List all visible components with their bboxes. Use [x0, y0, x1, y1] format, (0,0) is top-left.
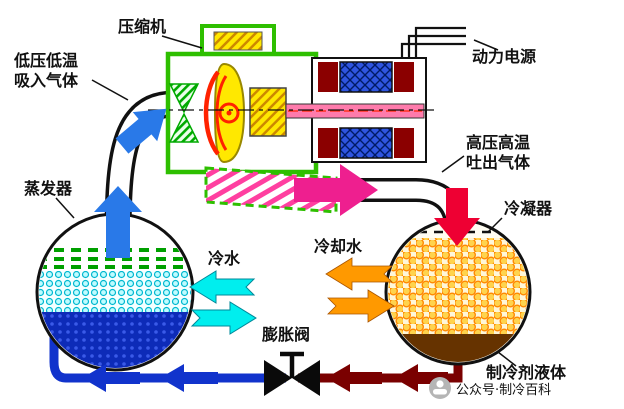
discharge-arrow — [294, 164, 378, 216]
condenser-inlet-arrow — [434, 188, 480, 246]
watermark-icon-body — [433, 389, 447, 395]
motor-end-top-right — [394, 62, 414, 92]
suction-arrow-vertical — [94, 186, 142, 258]
evaporator-label: 蒸发器 — [24, 179, 73, 198]
motor-end-bottom-left — [318, 128, 338, 158]
chilled-water-arrow-in — [189, 270, 256, 304]
pointer-refrigerant — [497, 351, 517, 367]
chilled-water-arrow-out — [190, 301, 257, 335]
motor-winding-bottom — [339, 127, 393, 159]
power-supply-label: 动力电源 — [472, 47, 536, 66]
watermark: 公众号·制冷百科 — [429, 377, 551, 399]
impeller-blade-outer — [203, 70, 220, 156]
chilled-water-label: 冷水 — [208, 249, 241, 268]
pointer-condenser — [487, 217, 503, 233]
condenser-tube-bundle — [388, 238, 528, 334]
cooling-water-arrow-out — [325, 257, 393, 291]
pointer-intake — [91, 79, 129, 101]
compressor-label: 压缩机 — [118, 17, 166, 36]
bearing-block — [249, 87, 287, 137]
pointer-compressor — [161, 35, 203, 49]
impeller-blade-inner — [215, 75, 228, 151]
watermark-icon-head — [436, 380, 444, 388]
liquid-arrow-blue-1 — [82, 364, 140, 392]
liquid-arrow-blue-2 — [160, 364, 218, 392]
inlet-section-upper — [168, 83, 200, 114]
motor — [311, 57, 427, 163]
evaporator-liquid-zone — [39, 312, 191, 368]
watermark-text: 公众号·制冷百科 — [456, 383, 551, 398]
discharge-label-line1: 高压高温 — [466, 133, 530, 152]
expansion-valve-label: 膨胀阀 — [262, 325, 310, 344]
pointer-evaporator — [55, 197, 75, 219]
power-wires — [400, 26, 466, 58]
condenser-sphere — [384, 218, 532, 366]
watermark-icon — [429, 377, 451, 399]
pointer-discharge — [441, 155, 465, 173]
motor-end-bottom-right — [394, 128, 414, 158]
liquid-pipe-blue — [49, 334, 286, 383]
motor-winding-top — [339, 61, 393, 93]
inlet-section-lower — [168, 112, 200, 143]
pointer-lines — [55, 35, 517, 367]
condenser-liquid-zone — [388, 334, 528, 362]
motor-end-top-left — [318, 62, 338, 92]
liquid-arrow-maroon-1 — [326, 364, 382, 392]
shaft — [285, 103, 425, 119]
pointer-power — [473, 39, 499, 51]
intake-label-line2: 吸入气体 — [14, 71, 79, 90]
cooling-water-arrow-in — [327, 289, 395, 323]
compressor-top-bearing — [213, 31, 263, 51]
expansion-valve — [264, 351, 320, 396]
suction-arrow-diagonal — [115, 108, 167, 154]
refrigerant-liquid-label: 制冷剂液体 — [486, 363, 567, 382]
cooling-water-label: 冷却水 — [314, 237, 363, 256]
condenser-label: 冷凝器 — [504, 199, 553, 218]
intake-label-line1: 低压低温 — [13, 51, 78, 70]
evaporator-boiling-zone — [39, 271, 191, 312]
compressor-assembly — [165, 24, 319, 175]
impeller-hub-center — [226, 110, 232, 116]
discharge-label-line2: 吐出气体 — [466, 153, 531, 172]
liquid-arrow-maroon-2 — [394, 364, 448, 392]
